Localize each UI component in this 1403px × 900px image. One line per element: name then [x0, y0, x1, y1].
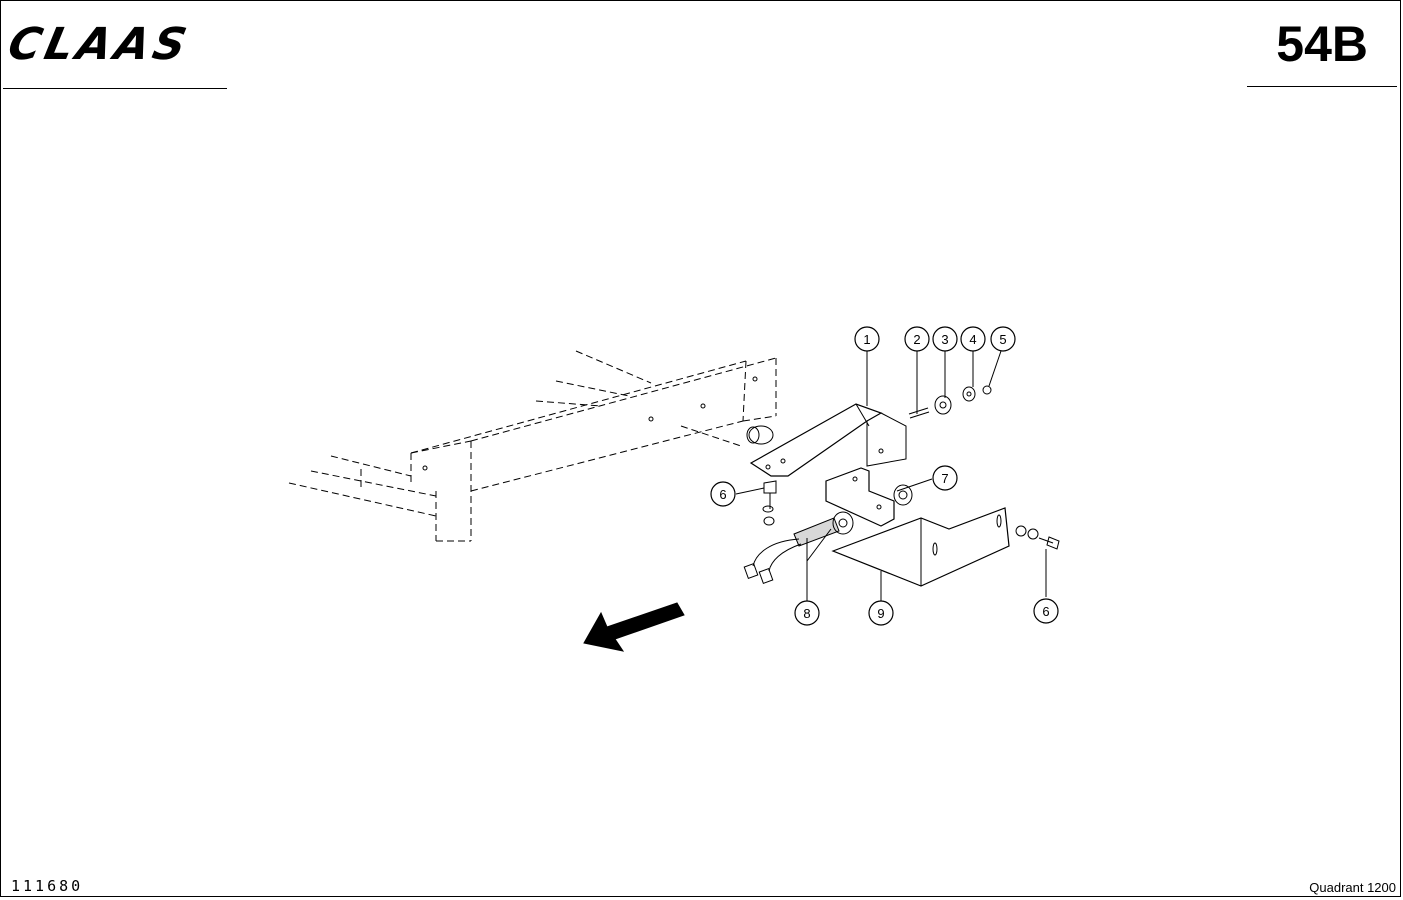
callout-2-label: 2 — [913, 332, 920, 347]
callout-6a: 6 — [710, 481, 736, 507]
callout-5: 5 — [990, 326, 1016, 352]
callout-3: 3 — [932, 326, 958, 352]
callout-6a-label: 6 — [719, 487, 726, 502]
callout-9-label: 9 — [877, 606, 884, 621]
leader-lines — [735, 350, 1047, 601]
callout-2: 2 — [904, 326, 930, 352]
callout-4-label: 4 — [969, 332, 976, 347]
part-8-sensor — [743, 511, 854, 584]
machine-name: Quadrant 1200 — [1309, 880, 1396, 895]
callout-1: 1 — [854, 326, 880, 352]
page-code-underline — [1247, 86, 1397, 87]
callout-7-label: 7 — [941, 471, 948, 486]
callout-8-label: 8 — [803, 606, 810, 621]
part-6-screw-right — [1015, 525, 1060, 550]
part-1-bracket — [749, 403, 907, 477]
drawing-number: 111680 — [11, 877, 84, 895]
part-7-plate — [825, 467, 913, 527]
callout-5-label: 5 — [999, 332, 1006, 347]
callout-7: 7 — [932, 465, 958, 491]
part-6-screw-left — [762, 480, 777, 526]
travel-direction-arrow-icon — [583, 602, 685, 652]
page-code: 54B — [1276, 16, 1368, 72]
parts-2-5-hardware — [908, 385, 992, 419]
callout-3-label: 3 — [941, 332, 948, 347]
callout-4: 4 — [960, 326, 986, 352]
callout-1-label: 1 — [863, 332, 870, 347]
callout-9: 9 — [868, 600, 894, 626]
callout-6b: 6 — [1033, 598, 1059, 624]
logo-underline — [3, 88, 227, 89]
callout-6b-label: 6 — [1042, 604, 1049, 619]
frame-beam — [288, 350, 777, 542]
callout-8: 8 — [794, 600, 820, 626]
part-9-cover-plate — [831, 507, 1010, 587]
